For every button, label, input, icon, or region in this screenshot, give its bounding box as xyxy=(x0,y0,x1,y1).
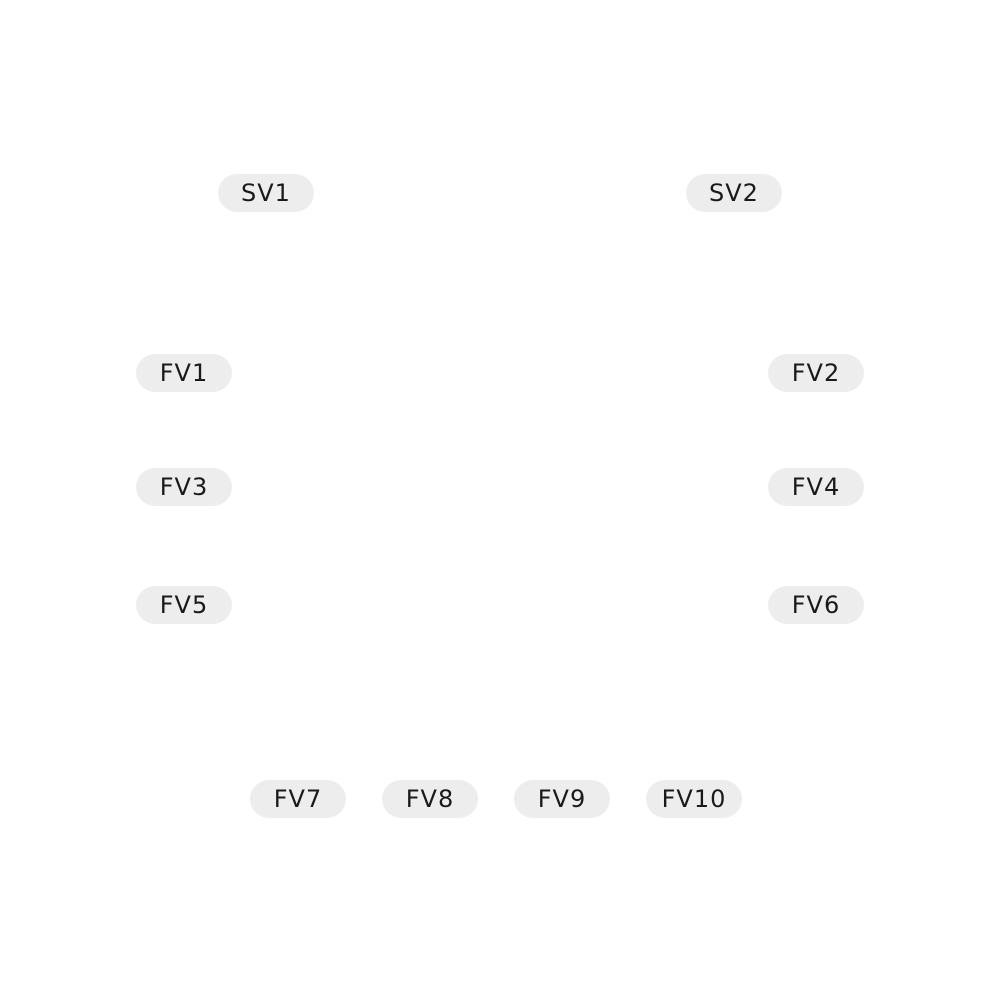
valve-button-fv10[interactable]: FV10 xyxy=(646,780,742,818)
valve-button-fv2[interactable]: FV2 xyxy=(768,354,864,392)
valve-button-fv5[interactable]: FV5 xyxy=(136,586,232,624)
valve-button-fv9[interactable]: FV9 xyxy=(514,780,610,818)
valve-button-sv1[interactable]: SV1 xyxy=(218,174,314,212)
valve-button-fv3[interactable]: FV3 xyxy=(136,468,232,506)
valve-button-sv2[interactable]: SV2 xyxy=(686,174,782,212)
valve-button-fv1[interactable]: FV1 xyxy=(136,354,232,392)
valve-button-fv6[interactable]: FV6 xyxy=(768,586,864,624)
valve-button-fv7[interactable]: FV7 xyxy=(250,780,346,818)
valve-button-fv8[interactable]: FV8 xyxy=(382,780,478,818)
valve-button-fv4[interactable]: FV4 xyxy=(768,468,864,506)
